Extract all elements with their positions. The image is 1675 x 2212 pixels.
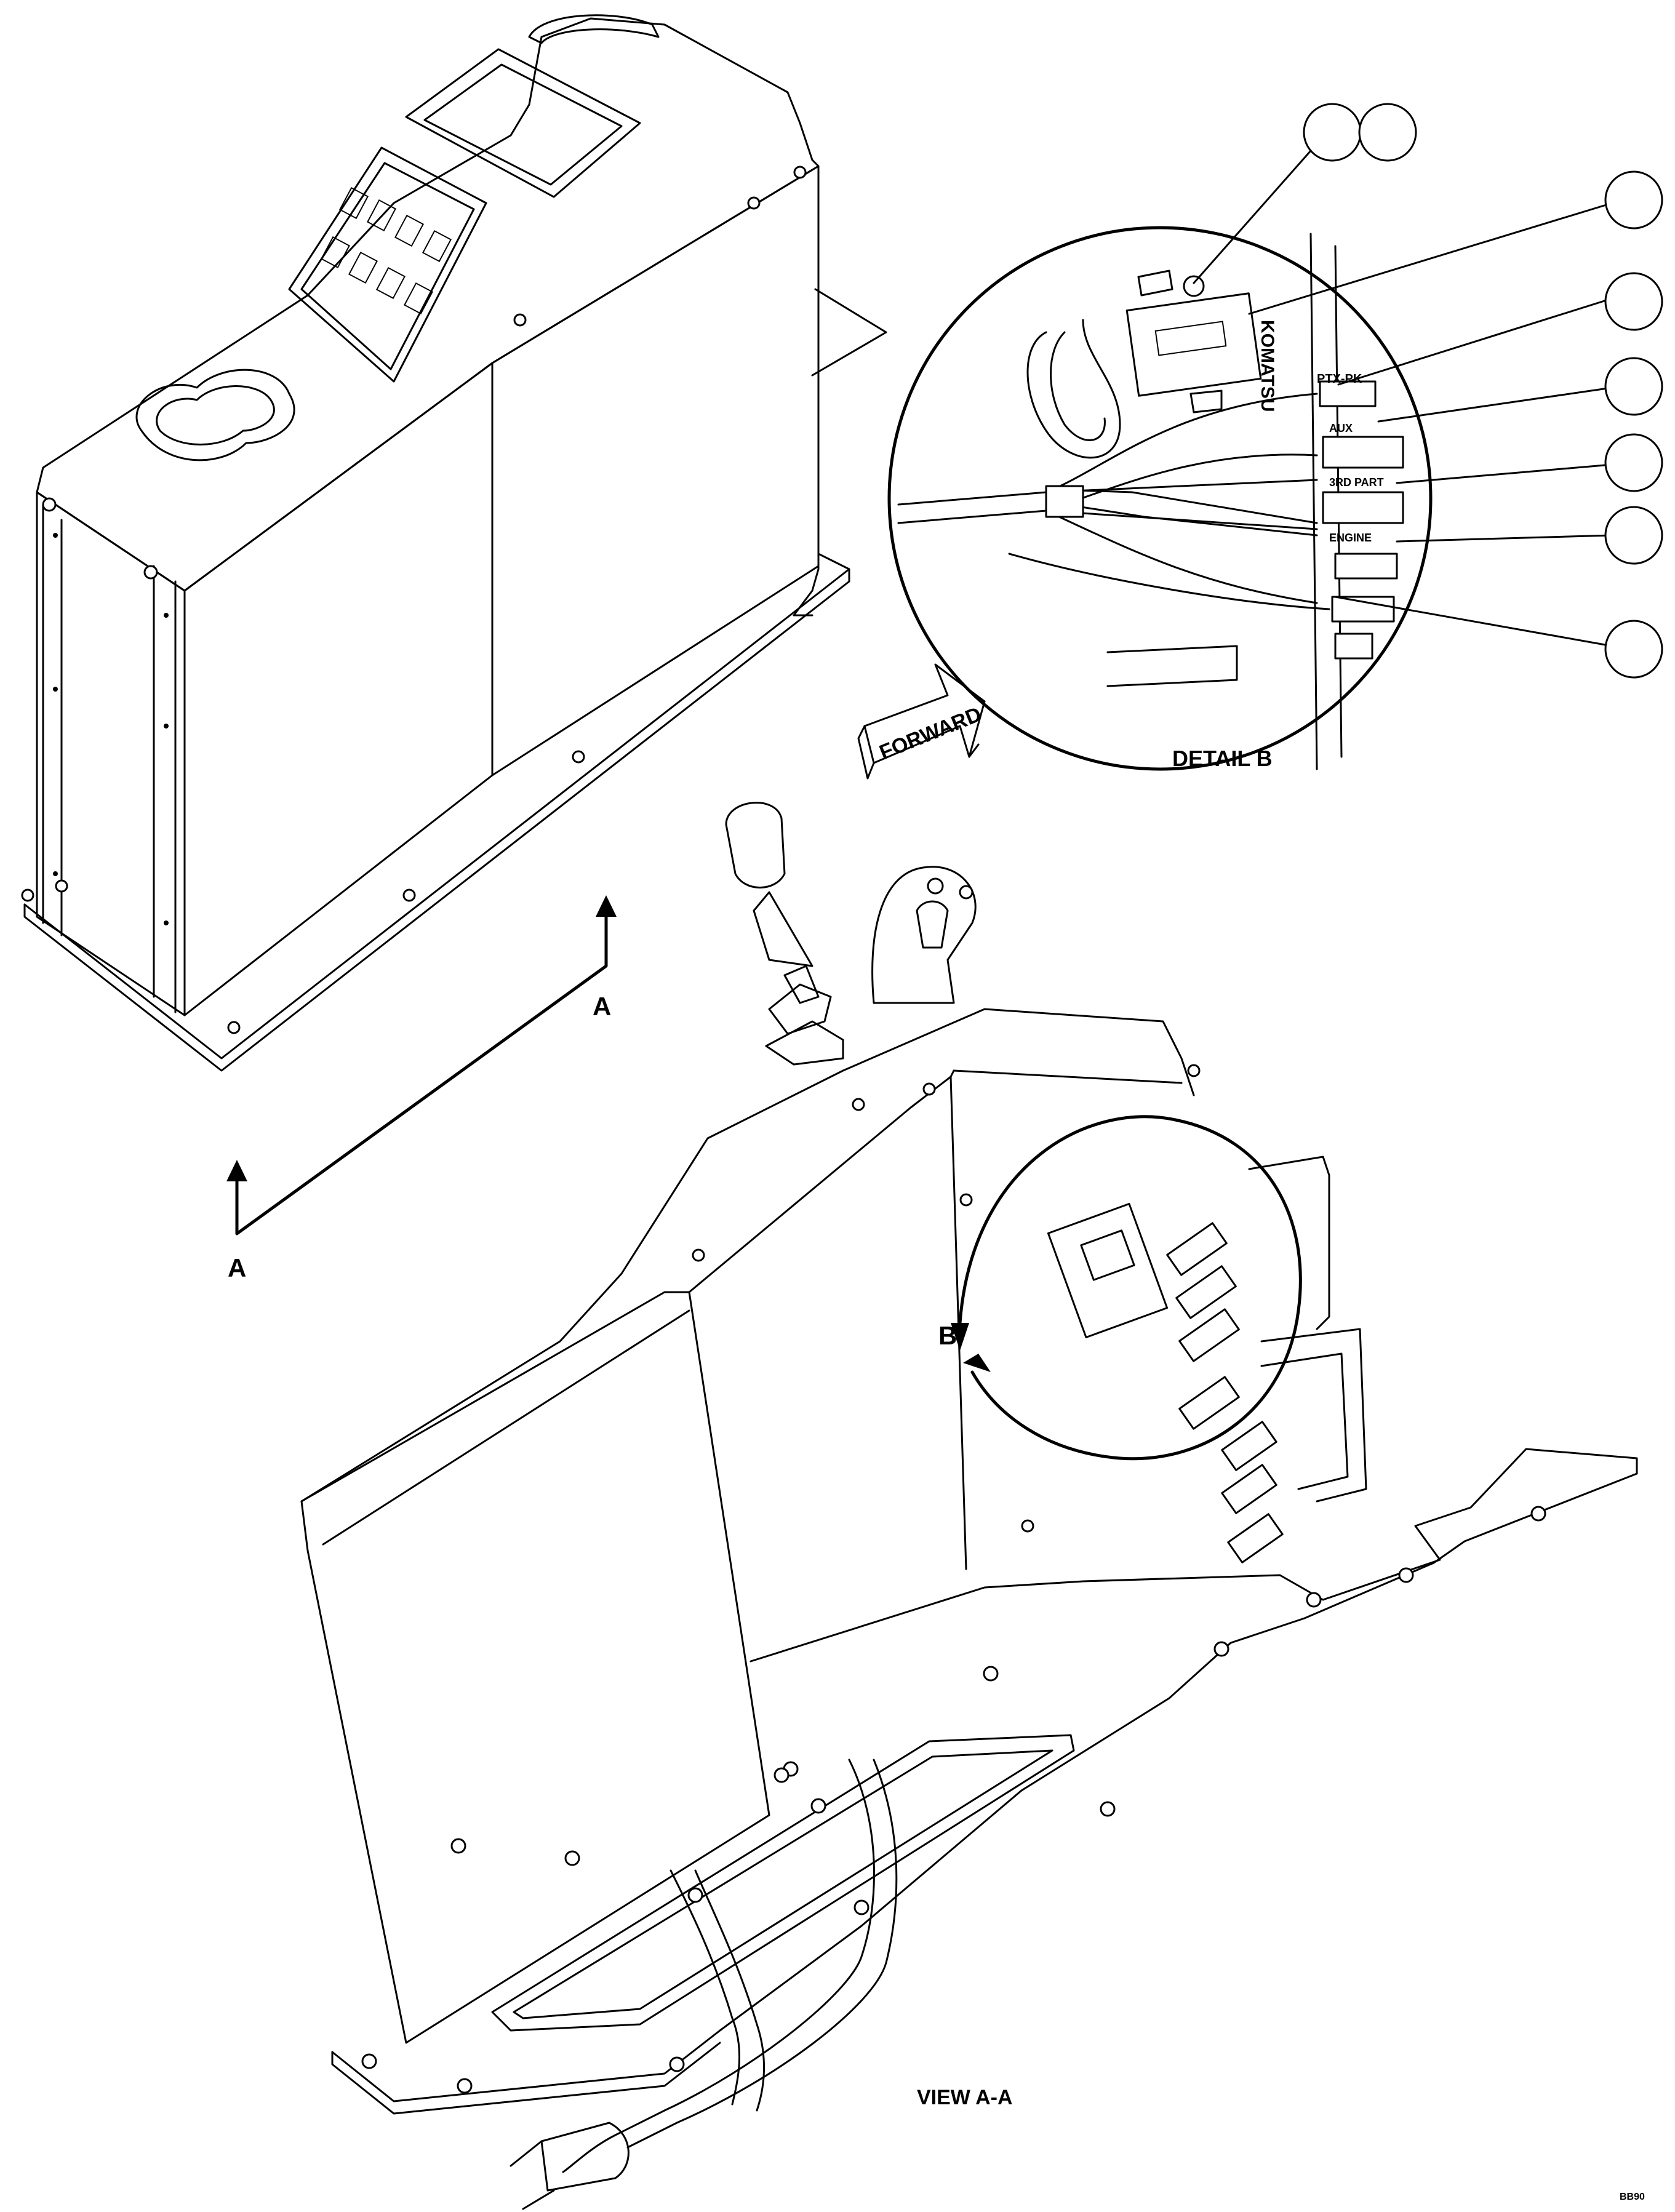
view-title: VIEW A-A <box>917 2086 1013 2109</box>
callout-bubble-1 <box>1303 103 1362 162</box>
section-letter-a-top: A <box>593 992 611 1021</box>
callout-bubble-4 <box>1604 272 1663 331</box>
callout-bubbles <box>1303 103 1663 679</box>
callout-leaders <box>1193 150 1613 647</box>
switch-label-3: 3RD PART <box>1329 476 1384 489</box>
callout-bubble-6 <box>1604 433 1663 492</box>
forward-arrow: FORWARD <box>857 663 986 780</box>
brand-plate-label: KOMATSU <box>1257 320 1277 412</box>
detail-b: KOMATSU PTX-PK AUX 3RD PART ENGINE <box>887 226 1433 771</box>
switch-labels: PTX-PK AUX 3RD PART ENGINE <box>1317 372 1384 544</box>
view-a-a: B <box>300 802 1638 2210</box>
section-line-a-a: A A <box>226 895 617 1282</box>
figure-code: BB90 <box>1620 2192 1645 2202</box>
callout-bubble-8 <box>1604 620 1663 679</box>
callout-bubble-7 <box>1604 506 1663 565</box>
detail-letter-b: B <box>938 1321 957 1350</box>
switch-label-1: PTX-PK <box>1317 372 1362 386</box>
section-letter-a-bottom: A <box>228 1253 246 1282</box>
callout-bubble-3 <box>1604 170 1663 230</box>
switch-label-2: AUX <box>1329 422 1353 434</box>
switch-label-4: ENGINE <box>1329 532 1372 544</box>
callout-bubble-2 <box>1358 103 1417 162</box>
detail-title: DETAIL B <box>1172 746 1273 771</box>
console-top-view <box>21 14 887 1072</box>
callout-bubble-5 <box>1604 357 1663 416</box>
